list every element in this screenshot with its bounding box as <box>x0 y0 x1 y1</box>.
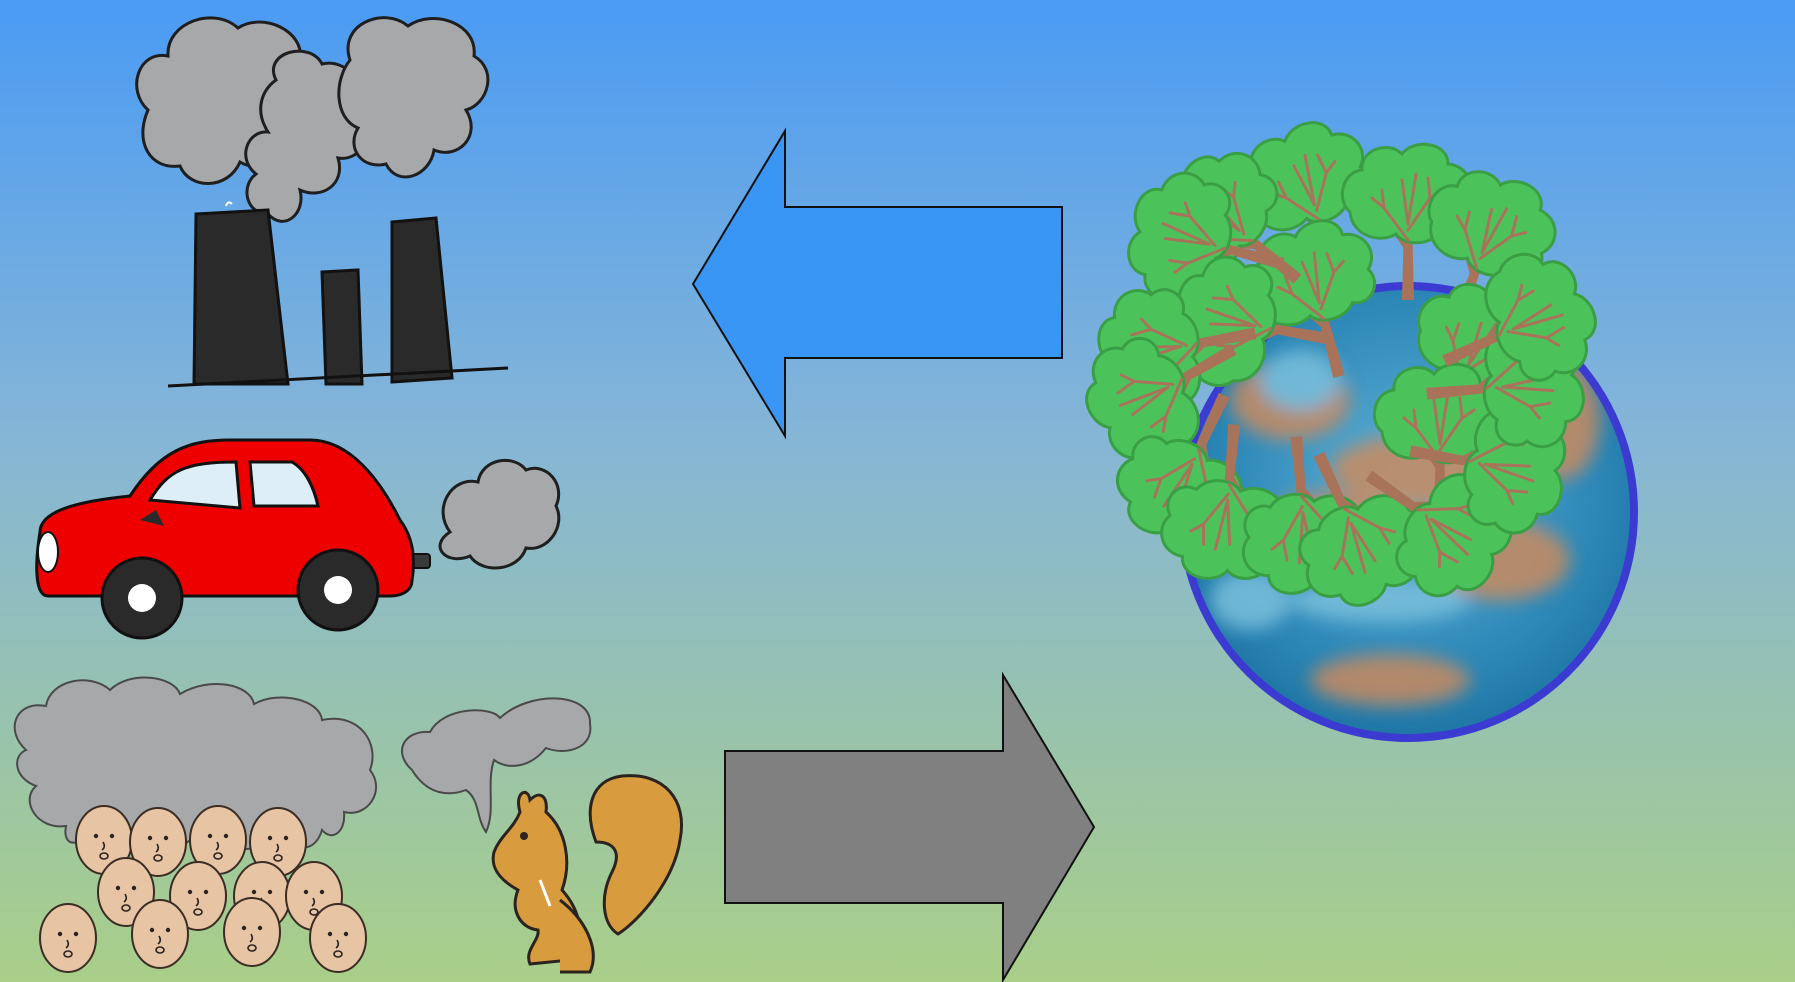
crowd-breathing-icon <box>15 678 376 972</box>
